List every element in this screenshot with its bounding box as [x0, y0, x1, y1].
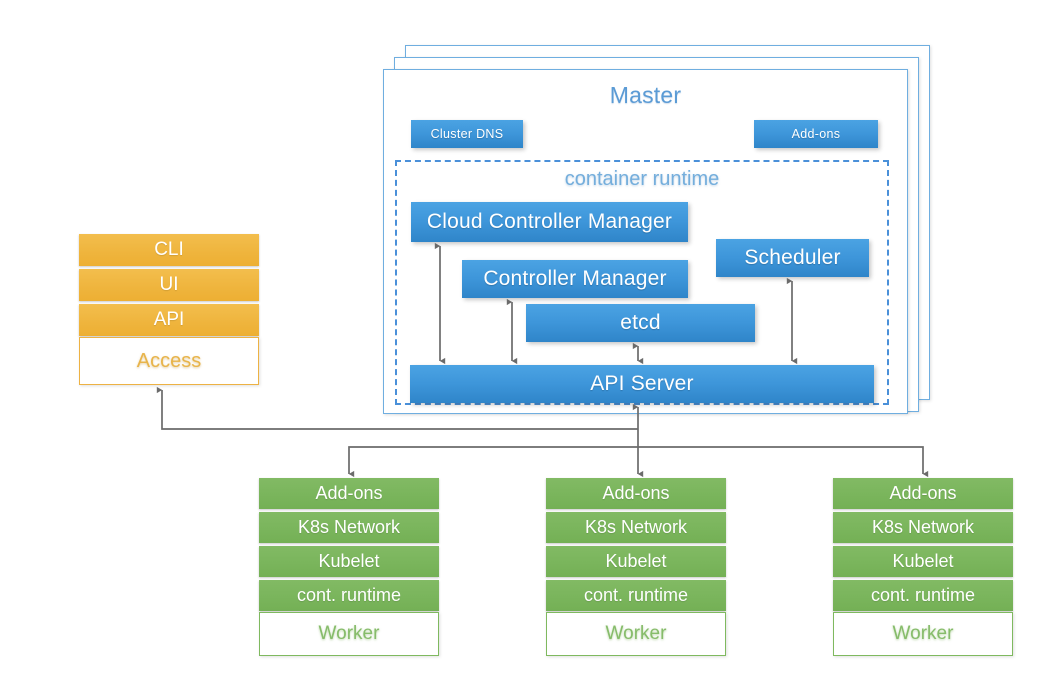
- worker-3-bar-cont-runtime[interactable]: cont. runtime: [833, 580, 1013, 611]
- worker-1-bar-k8s-network[interactable]: K8s Network: [259, 512, 439, 543]
- cluster-dns-label: Cluster DNS: [430, 127, 504, 141]
- worker-3-bar-k8s-network-label: K8s Network: [871, 517, 975, 537]
- worker-3-bar-k8s-network[interactable]: K8s Network: [833, 512, 1013, 543]
- worker-1-bar-cont-runtime-label: cont. runtime: [296, 585, 402, 605]
- master-title: Master: [609, 82, 682, 108]
- controller-manager-label: Controller Manager: [483, 267, 667, 290]
- worker-1-bar-kubelet[interactable]: Kubelet: [259, 546, 439, 577]
- scheduler-label: Scheduler: [744, 246, 841, 269]
- worker-2-bar-k8s-network-label: K8s Network: [584, 517, 688, 537]
- etcd-box[interactable]: etcd: [526, 304, 755, 342]
- cluster-dns-box[interactable]: Cluster DNS: [411, 120, 523, 148]
- worker-2-label: Worker: [605, 623, 667, 644]
- worker-1-bar-add-ons-label: Add-ons: [315, 483, 383, 503]
- worker-1-box[interactable]: Worker: [259, 612, 439, 656]
- connector-worker-1: [348, 446, 638, 478]
- controller-manager-box[interactable]: Controller Manager: [462, 260, 688, 298]
- scheduler-box[interactable]: Scheduler: [716, 239, 869, 277]
- worker-1-bar-cont-runtime[interactable]: cont. runtime: [259, 580, 439, 611]
- api-server-box[interactable]: API Server: [410, 365, 874, 403]
- access-label: Access: [136, 349, 202, 372]
- master-add-ons-label: Add-ons: [791, 127, 841, 141]
- worker-1-label: Worker: [318, 623, 380, 644]
- worker-1-bar-k8s-network-label: K8s Network: [297, 517, 401, 537]
- worker-3-label: Worker: [892, 623, 954, 644]
- worker-1-bar-add-ons[interactable]: Add-ons: [259, 478, 439, 509]
- worker-1-bar-kubelet-label: Kubelet: [318, 551, 380, 571]
- access-bar-cli-label: CLI: [154, 239, 184, 260]
- master-add-ons-box[interactable]: Add-ons: [754, 120, 878, 148]
- cloud-controller-manager-box[interactable]: Cloud Controller Manager: [411, 202, 688, 242]
- worker-2-bar-cont-runtime[interactable]: cont. runtime: [546, 580, 726, 611]
- worker-3-bar-cont-runtime-label: cont. runtime: [870, 585, 976, 605]
- worker-2-bar-add-ons[interactable]: Add-ons: [546, 478, 726, 509]
- worker-2-box[interactable]: Worker: [546, 612, 726, 656]
- access-bar-ui[interactable]: UI: [79, 269, 259, 301]
- api-server-label: API Server: [590, 372, 694, 395]
- connector-worker-3: [638, 446, 929, 478]
- access-bar-cli[interactable]: CLI: [79, 234, 259, 266]
- worker-2-bar-kubelet[interactable]: Kubelet: [546, 546, 726, 577]
- worker-2-bar-add-ons-label: Add-ons: [602, 483, 670, 503]
- worker-3-bar-kubelet[interactable]: Kubelet: [833, 546, 1013, 577]
- worker-3-box[interactable]: Worker: [833, 612, 1013, 656]
- access-bar-api-label: API: [153, 309, 185, 330]
- worker-2-bar-cont-runtime-label: cont. runtime: [583, 585, 689, 605]
- cloud-controller-manager-label: Cloud Controller Manager: [426, 210, 673, 233]
- worker-2-bar-k8s-network[interactable]: K8s Network: [546, 512, 726, 543]
- access-bar-api[interactable]: API: [79, 304, 259, 336]
- worker-3-bar-add-ons-label: Add-ons: [889, 483, 957, 503]
- container-runtime-title: container runtime: [564, 168, 720, 190]
- worker-2-bar-kubelet-label: Kubelet: [605, 551, 667, 571]
- worker-3-bar-kubelet-label: Kubelet: [892, 551, 954, 571]
- access-box[interactable]: Access: [79, 337, 259, 385]
- access-bar-ui-label: UI: [159, 274, 179, 295]
- etcd-label: etcd: [620, 311, 661, 334]
- worker-3-bar-add-ons[interactable]: Add-ons: [833, 478, 1013, 509]
